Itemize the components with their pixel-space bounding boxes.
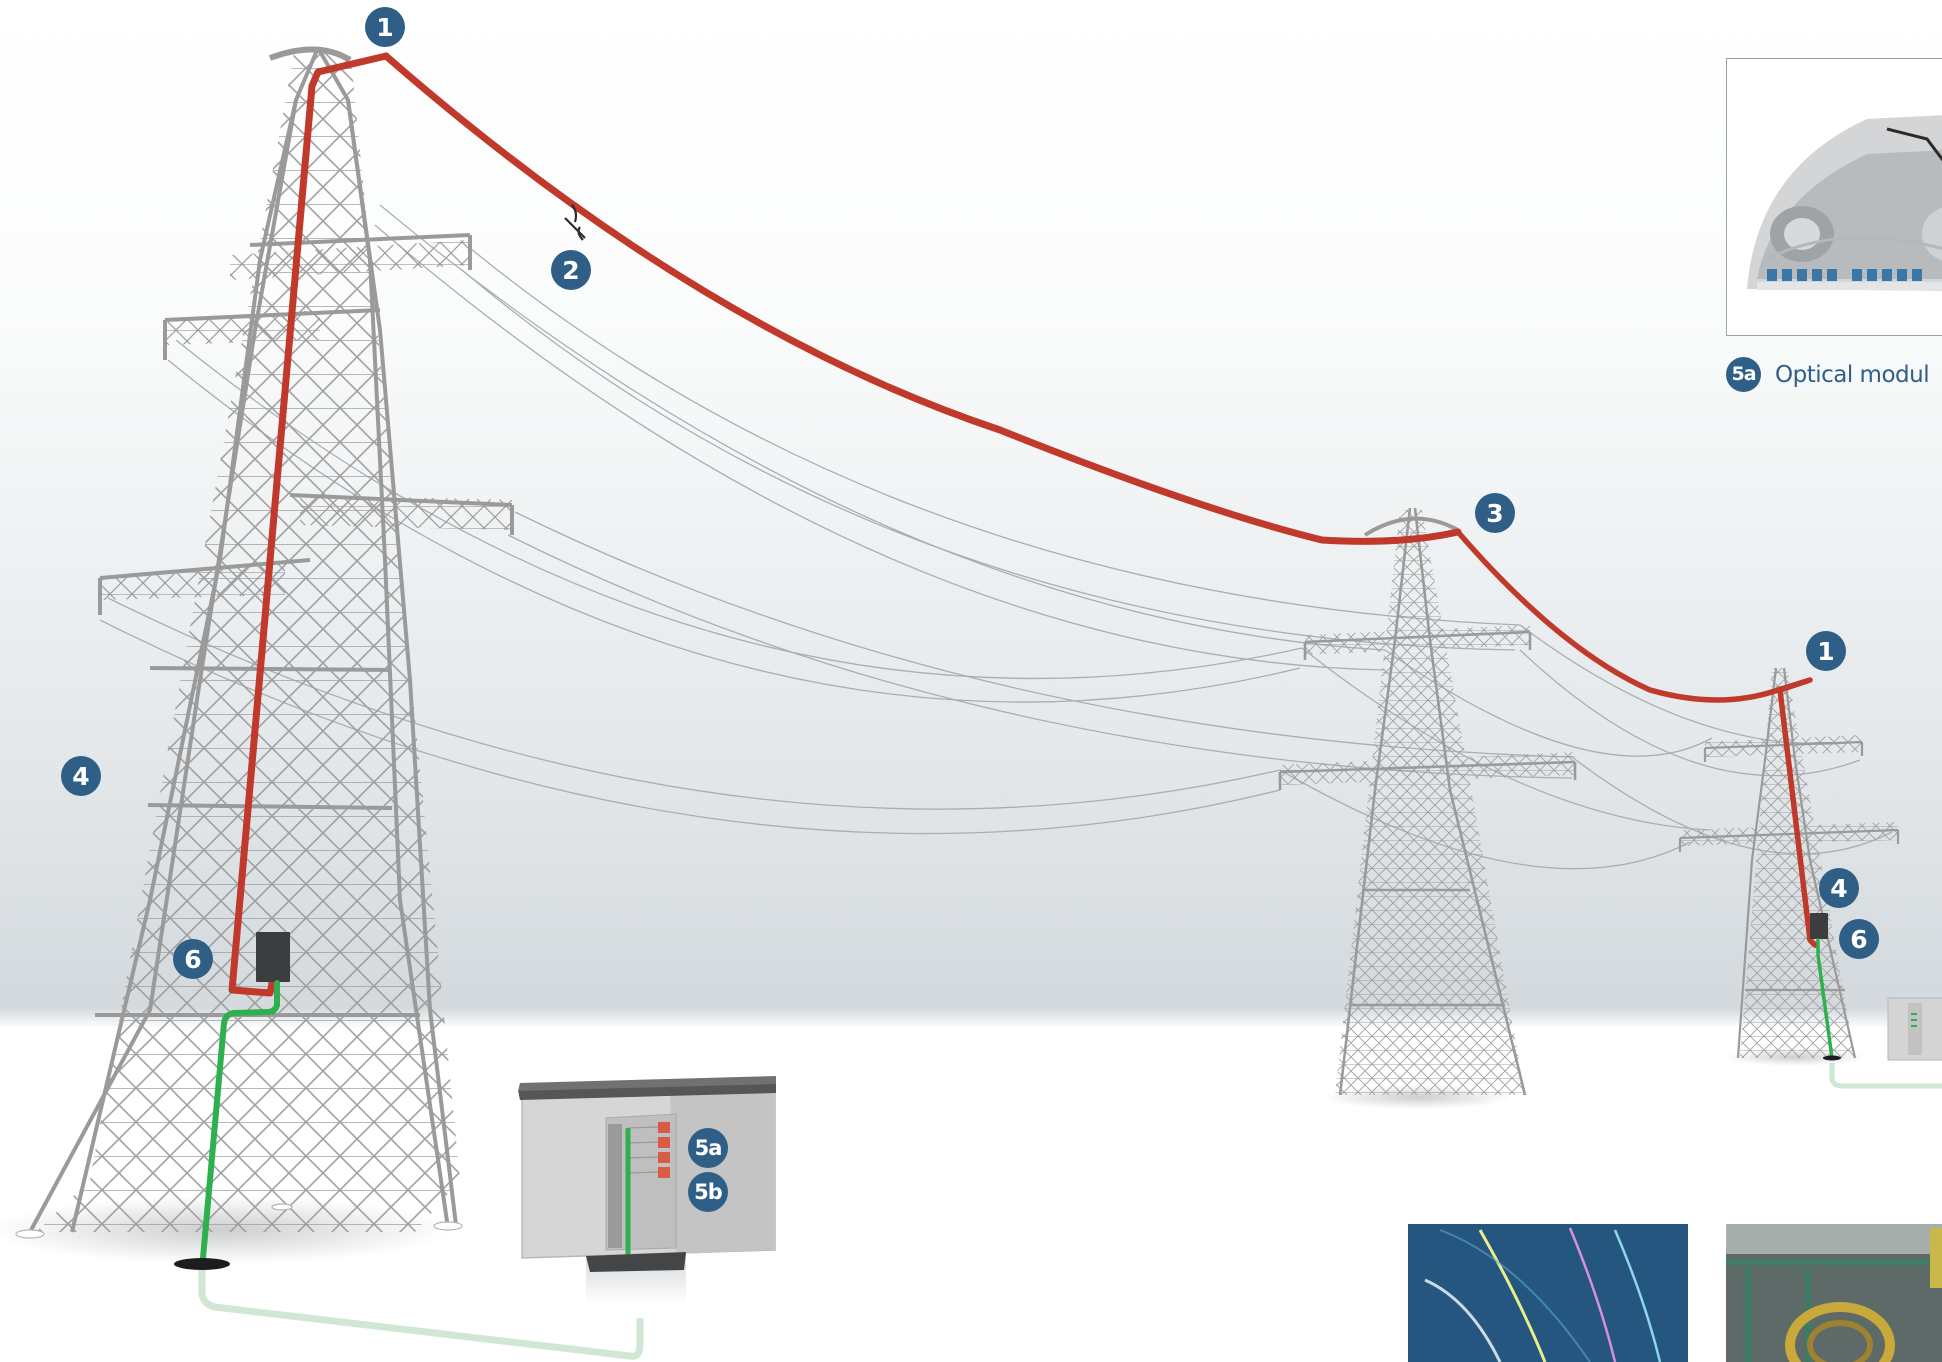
joint-box-icon bbox=[1810, 913, 1828, 939]
callout-badge-4: 4 bbox=[61, 756, 101, 796]
callout-badge-6: 6 bbox=[173, 939, 213, 979]
vibration-damper-icon bbox=[564, 204, 586, 241]
cable-entry-hole bbox=[174, 1258, 230, 1270]
transmission-tower-large bbox=[15, 46, 514, 1239]
fiber-cable bbox=[200, 938, 1834, 1261]
callout-badge-5a: 5a bbox=[688, 1128, 728, 1168]
callout-badge-6: 6 bbox=[1839, 919, 1879, 959]
transmission-tower-medium bbox=[1278, 507, 1577, 1096]
factory-photo-thumbnail bbox=[1726, 1224, 1942, 1362]
inset-caption-text: Optical modul bbox=[1775, 361, 1930, 388]
callout-badge-1: 1 bbox=[1806, 631, 1846, 671]
optical-module-photo bbox=[1726, 58, 1942, 336]
callout-badge-2: 2 bbox=[551, 250, 591, 290]
cabinet-icon bbox=[1887, 997, 1942, 1061]
buried-fiber-cable bbox=[1829, 1063, 1942, 1089]
joint-box-icon bbox=[256, 932, 290, 982]
callout-badge-1: 1 bbox=[365, 7, 405, 47]
cabinet-icon bbox=[518, 1076, 776, 1304]
buried-fiber-cable bbox=[198, 1262, 644, 1360]
fiber-photo-thumbnail bbox=[1408, 1224, 1688, 1362]
inset-caption: 5a Optical modul bbox=[1726, 357, 1930, 392]
callout-badge-3: 3 bbox=[1475, 493, 1515, 533]
opgw-cable bbox=[228, 52, 1818, 997]
cable-entry-hole bbox=[1823, 1055, 1841, 1061]
transmission-tower-small bbox=[1678, 667, 1900, 1059]
callout-badge-5b: 5b bbox=[688, 1172, 728, 1212]
callout-badge-4: 4 bbox=[1819, 868, 1859, 908]
callout-badge: 5a bbox=[1726, 357, 1761, 392]
